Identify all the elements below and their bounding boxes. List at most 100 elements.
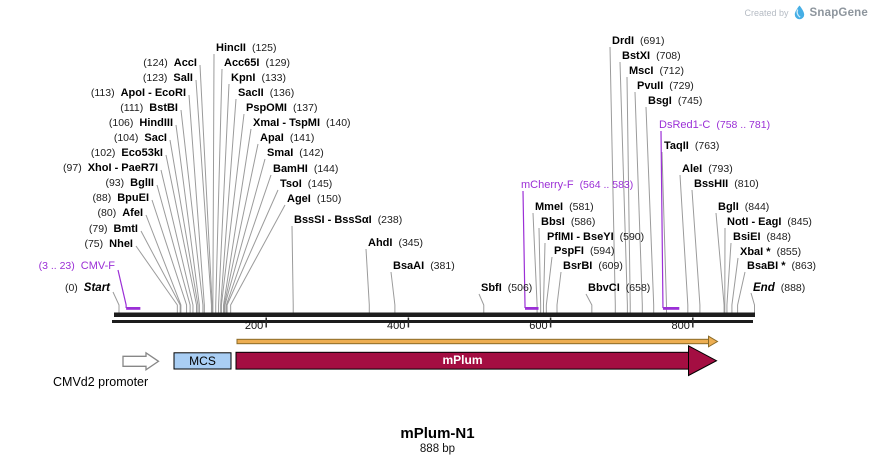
site-label-bsiei[interactable]: BsiEI(848) — [733, 230, 791, 244]
site-label-msci[interactable]: MscI(712) — [629, 64, 684, 78]
site-position: (113) — [90, 87, 115, 99]
site-name: BstXI — [622, 50, 651, 62]
site-label-bgli[interactable]: BglI (844) — [718, 200, 769, 214]
site-label-hincii[interactable]: HincII(125) — [216, 41, 276, 55]
site-position: (136) — [269, 87, 295, 99]
cmvd2-promoter-arrow[interactable] — [122, 351, 160, 372]
site-label-pspfi[interactable]: PspFI(594) — [554, 244, 614, 258]
sequence-backbone[interactable] — [114, 312, 755, 318]
leader-line-bamhi — [225, 174, 272, 314]
site-name: HindIII — [139, 117, 173, 129]
site-position: (691) — [640, 35, 665, 47]
site-position: (888) — [780, 282, 806, 294]
site-label-alei[interactable]: AleI(793) — [682, 162, 733, 176]
site-label-bsabi[interactable]: BsaBI *(863) — [747, 259, 816, 273]
dsred1-c-primer-bar[interactable] — [662, 307, 680, 310]
site-label-bsgi[interactable]: BsgI(745) — [648, 94, 702, 108]
site-label-ahdi[interactable]: AhdI(345) — [368, 236, 423, 250]
site-label-sali[interactable]: (123)SalI — [143, 71, 193, 85]
site-name: AccI — [173, 57, 197, 69]
site-label-bsshii[interactable]: BssHII(810) — [694, 177, 759, 191]
site-label-eco53ki[interactable]: (102)Eco53kI — [91, 146, 163, 160]
site-name: PspFI — [554, 245, 584, 257]
snapgene-brand-text: SnapGene — [809, 6, 868, 19]
site-label-apai[interactable]: ApaI(141) — [260, 131, 314, 145]
site-label-bstbi[interactable]: (111)BstBI — [120, 101, 178, 115]
site-position: (0) — [64, 282, 78, 294]
site-label-drdi[interactable]: DrdI(691) — [612, 34, 665, 48]
leader-line-bsrbi — [556, 271, 562, 314]
mcs-box[interactable] — [173, 352, 232, 370]
site-label-acc65i[interactable]: Acc65I (129) — [224, 56, 290, 70]
site-label-sbfi[interactable]: SbfI(506) — [481, 281, 532, 295]
site-label-bbsi[interactable]: BbsI(586) — [541, 215, 595, 229]
site-label-nhei[interactable]: (75)NheI — [84, 237, 133, 251]
site-label-tsoi[interactable]: TsoI(145) — [280, 177, 332, 191]
site-label-apoi-ecori[interactable]: (113)ApoI - EcoRI — [91, 86, 186, 100]
site-label-bmti[interactable]: (79)BmtI — [89, 222, 138, 236]
site-label-pflmi-bseyi[interactable]: PflMI - BseYI(590) — [547, 230, 644, 244]
site-name: BglI — [718, 201, 739, 213]
site-label-kpni[interactable]: KpnI(133) — [231, 71, 286, 85]
site-label-bsrbi[interactable]: BsrBI(609) — [563, 259, 623, 273]
site-label-bglii[interactable]: (93)BglII — [105, 176, 154, 190]
site-name: Acc65I — [224, 57, 260, 69]
site-label-pspomi[interactable]: PspOMI(137) — [246, 101, 317, 115]
site-name: AhdI — [368, 237, 393, 249]
site-label-agei[interactable]: AgeI(150) — [287, 192, 341, 206]
site-label-bsaai[interactable]: BsaAI(381) — [393, 259, 455, 273]
site-position: (581) — [569, 201, 594, 213]
site-label-end[interactable]: End(888) — [753, 281, 805, 295]
site-position: (238) — [377, 214, 403, 226]
cmv-f-primer-bar[interactable] — [126, 307, 141, 310]
site-label-xbai[interactable]: XbaI *(855) — [740, 245, 801, 259]
site-position: (137) — [292, 102, 318, 114]
site-position: (609) — [598, 260, 623, 272]
site-label-xmai-tspmi[interactable]: XmaI - TspMI(140) — [253, 116, 351, 130]
site-label-afei[interactable]: (80)AfeI — [98, 206, 143, 220]
site-label-mcherry-f[interactable]: mCherry-F(564 .. 583) — [521, 178, 633, 192]
mcherry-f-primer-bar[interactable] — [525, 307, 539, 310]
site-label-xhoi-paer7i[interactable]: (97)XhoI - PaeR7I — [63, 161, 158, 175]
site-label-saci[interactable]: (104)SacI — [114, 131, 167, 145]
site-position: (144) — [313, 163, 339, 175]
site-position: (125) — [251, 42, 277, 54]
site-label-bbvci[interactable]: BbvCI(658) — [588, 281, 650, 295]
site-label-hindiii[interactable]: (106) HindIII — [109, 116, 173, 130]
site-label-sacii[interactable]: SacII(136) — [238, 86, 294, 100]
leader-line-apoi-ecori — [188, 94, 205, 314]
site-position: (106) — [108, 117, 134, 129]
site-label-noti-eagi[interactable]: NotI - EagI(845) — [727, 215, 812, 229]
leader-line-bgli — [715, 212, 725, 314]
site-label-cmv-f[interactable]: (3 .. 23)CMV-F — [39, 259, 115, 273]
site-position: (844) — [744, 201, 770, 213]
site-label-bstxi[interactable]: BstXI(708) — [622, 49, 681, 63]
site-position: (124) — [143, 57, 168, 69]
site-label-bpuei[interactable]: (88)BpuEI — [93, 191, 149, 205]
site-label-bamhi[interactable]: BamHI(144) — [273, 162, 338, 176]
site-position: (129) — [265, 57, 290, 69]
site-label-mmei[interactable]: MmeI(581) — [535, 200, 594, 214]
site-name: CMV-F — [80, 260, 115, 272]
site-label-taqii[interactable]: TaqII(763) — [664, 139, 719, 153]
site-name: NotI - EagI — [727, 216, 782, 228]
site-label-acci[interactable]: (124) AccI — [143, 56, 197, 70]
leader-line-bstbi — [180, 109, 204, 314]
leader-line-bbsi — [538, 227, 542, 314]
leader-line-xhoi-paer7i — [160, 169, 194, 314]
site-label-smai[interactable]: SmaI(142) — [267, 146, 324, 160]
leader-line-bpuei — [151, 199, 188, 314]
site-name: TsoI — [280, 178, 302, 190]
site-label-dsred1-c[interactable]: DsRed1-C(758 .. 781) — [659, 118, 770, 132]
site-name: BsaBI * — [747, 260, 786, 272]
site-label-bsssi-bsss-i[interactable]: BssSI - BssSαI(238) — [294, 213, 402, 227]
leader-line-bglii — [156, 184, 191, 314]
site-label-start[interactable]: (0)Start — [65, 281, 110, 295]
site-name: MscI — [629, 65, 654, 77]
leader-line-saci — [169, 139, 199, 314]
site-name: mCherry-F — [521, 179, 574, 191]
site-name: NheI — [109, 238, 133, 250]
site-label-pvuii[interactable]: PvuII(729) — [637, 79, 694, 93]
